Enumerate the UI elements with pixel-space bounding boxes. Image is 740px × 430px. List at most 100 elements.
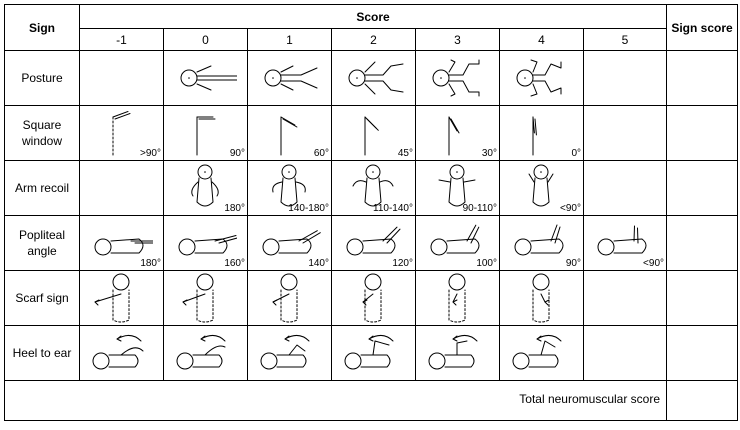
score-column-header: 5 (582, 28, 668, 51)
score-cell (582, 325, 668, 381)
score-cell (79, 50, 164, 106)
score-cell: 60° (247, 105, 332, 161)
angle-label: 0° (571, 148, 581, 159)
score-cell: 180° (163, 160, 248, 216)
score-column-header: 3 (415, 28, 500, 51)
total-score-cell[interactable] (666, 380, 739, 421)
score-cell (415, 325, 500, 381)
scarf-1-icon (272, 273, 297, 323)
sign-name: Posture (4, 50, 80, 106)
heel-ear-minus1-icon (92, 335, 143, 370)
score-cell (331, 325, 416, 381)
score-column-header: 4 (499, 28, 584, 51)
sign-row: Square window>90°90°60°45°30°0° (4, 105, 739, 161)
angle-label: 30° (481, 148, 497, 159)
score-cell (79, 270, 164, 326)
score-column-header: -1 (79, 28, 164, 51)
score-cell (247, 325, 332, 381)
score-cell (331, 50, 416, 106)
sign-row: Scarf sign (4, 270, 739, 326)
sign-row: Posture (4, 50, 739, 106)
angle-label: <90° (643, 258, 665, 269)
score-column-header: 2 (331, 28, 416, 51)
heel-ear-4-icon (512, 335, 561, 370)
arm-recoil-1-icon (271, 164, 306, 207)
heel-ear-2-icon (344, 335, 393, 370)
square-window-2-icon (364, 116, 379, 156)
sign-header: Sign (4, 4, 80, 51)
arm-recoil-2-icon (352, 164, 393, 207)
angle-label: 180° (140, 258, 161, 269)
heel-ear-1-icon (260, 335, 309, 370)
angle-label: 45° (397, 148, 413, 159)
sign-row: Arm recoil 180° 140-180°110-140° 90-110°<90… (4, 160, 739, 216)
popliteal-0-icon (178, 235, 237, 256)
angle-label: 140-180° (288, 203, 329, 214)
sign-score-cell[interactable] (666, 270, 739, 326)
score-cell: 90° (163, 105, 248, 161)
sign-score-header: Sign score (666, 4, 739, 51)
score-column-header: 1 (247, 28, 332, 51)
sign-score-cell[interactable] (666, 215, 739, 271)
popliteal-1-icon (262, 230, 321, 256)
popliteal-5-icon (597, 225, 647, 256)
arm-recoil-3-icon (438, 164, 475, 207)
popliteal-minus1-icon (94, 238, 153, 256)
score-cell (499, 270, 584, 326)
score-cell: 110-140° (331, 160, 416, 216)
sign-score-cell[interactable] (666, 50, 739, 106)
sign-name: Heel to ear (4, 325, 80, 381)
score-cell (499, 325, 584, 381)
score-cell (415, 270, 500, 326)
score-cell (582, 270, 668, 326)
sign-row: Popliteal angle 180° 160° 140° 120°100° 90° <9… (4, 215, 739, 271)
arm-recoil-0-icon (190, 164, 219, 207)
posture-1-icon (264, 65, 317, 91)
popliteal-2-icon (346, 226, 400, 256)
score-cell: <90° (499, 160, 584, 216)
posture-0-icon (180, 65, 237, 91)
square-window-minus1-icon (112, 111, 130, 156)
score-cell (247, 50, 332, 106)
square-window-1-icon (280, 116, 297, 156)
score-cell: 140-180° (247, 160, 332, 216)
score-cell: 140° (247, 215, 332, 271)
angle-label: 90-110° (462, 203, 497, 214)
score-header: Score (78, 4, 668, 29)
total-neuromuscular-label: Total neuromuscular score (3, 380, 668, 421)
score-column-header: 0 (163, 28, 248, 51)
angle-label: 60° (313, 148, 329, 159)
angle-label: 140° (308, 258, 329, 269)
popliteal-4-icon (514, 224, 563, 256)
score-cell (582, 160, 668, 216)
scarf-2-icon (362, 273, 381, 323)
sign-name: Popliteal angle (4, 215, 80, 271)
score-cell (331, 270, 416, 326)
heel-ear-3-icon (428, 335, 477, 370)
score-cell: 120° (331, 215, 416, 271)
scarf-0-icon (182, 273, 213, 323)
scarf-3-icon (448, 273, 465, 323)
angle-label: 160° (224, 258, 245, 269)
sign-score-cell[interactable] (666, 325, 739, 381)
angle-label: 120° (392, 258, 413, 269)
score-cell (499, 50, 584, 106)
score-cell: >90° (79, 105, 164, 161)
sign-name: Arm recoil (4, 160, 80, 216)
score-cell (582, 50, 668, 106)
scarf-minus1-icon (94, 273, 129, 323)
popliteal-3-icon (430, 224, 479, 256)
angle-label: 90° (565, 258, 581, 269)
arm-recoil-4-icon (528, 164, 553, 207)
posture-3-icon (432, 59, 479, 97)
score-cell (79, 325, 164, 381)
scarf-4-icon (532, 273, 549, 323)
sign-score-cell[interactable] (666, 160, 739, 216)
square-window-4-icon (532, 116, 537, 156)
sign-row: Heel to ear (4, 325, 739, 381)
score-cell: 90° (499, 215, 584, 271)
score-cell (163, 50, 248, 106)
score-cell: 100° (415, 215, 500, 271)
square-window-3-icon (448, 116, 459, 156)
sign-score-cell[interactable] (666, 105, 739, 161)
